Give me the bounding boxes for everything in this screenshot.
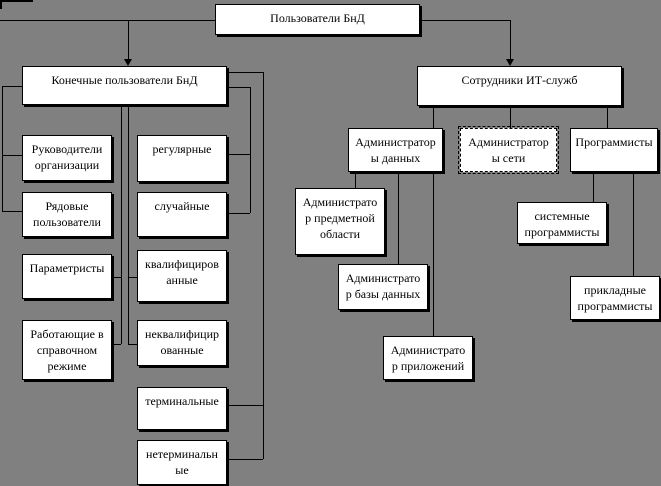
connector-programmers-system: [593, 172, 594, 202]
connector-dataadmins-application: [433, 172, 434, 336]
node-data-admins[interactable]: Администратор ы данных: [348, 128, 443, 172]
connector-unqualified-stub: [128, 344, 137, 345]
node-parametrists[interactable]: Параметристы: [22, 254, 112, 299]
connector-endusers-leftrail-stub: [2, 86, 22, 87]
node-root[interactable]: Пользователи БнД: [215, 4, 420, 35]
node-subject-area-admin[interactable]: Администрато р предметной области: [295, 188, 385, 255]
arrow-down-icon: [124, 59, 132, 66]
page-border-mark-top: [0, 0, 33, 2]
node-application-programmers[interactable]: прикладные программисты: [570, 276, 660, 320]
page-border-mark-left: [0, 0, 2, 9]
node-non-terminal[interactable]: нетерминальн ые: [137, 440, 227, 485]
node-ordinary-users[interactable]: Рядовые пользователи: [22, 192, 112, 237]
connector-reference-stub: [112, 344, 121, 345]
node-system-programmers[interactable]: системные программисты: [517, 202, 607, 244]
node-regular[interactable]: регулярные: [137, 135, 227, 182]
connector-occasional-stub: [227, 213, 250, 214]
connector-leftrail: [2, 86, 3, 211]
node-unqualified[interactable]: неквалифицир ованные: [137, 320, 227, 366]
node-terminal[interactable]: терминальные: [137, 387, 227, 430]
connector-dataadmins-database: [398, 172, 399, 264]
node-reference-mode[interactable]: Работающие в справочном режиме: [22, 320, 112, 380]
connector-leftrail-managers: [2, 155, 22, 156]
connector-parametrists-stub: [112, 277, 121, 278]
connector-nonterminal-stub: [227, 459, 263, 460]
node-database-admin[interactable]: Администрато р базы данных: [338, 264, 428, 310]
connector-itstaff-dataadmins: [433, 106, 434, 128]
node-application-admin[interactable]: Администрато р приложений: [383, 336, 473, 380]
connector-qualified-stub: [128, 277, 137, 278]
node-occasional[interactable]: случайные: [137, 192, 227, 237]
connector-regular-stub: [227, 154, 250, 155]
connector-leftrail-ordinary: [2, 211, 22, 212]
connector-itstaff-programmers: [607, 106, 608, 128]
connector-root-right: [420, 20, 510, 21]
connector-rightrail-outer: [263, 72, 264, 459]
node-programmers[interactable]: Программисты: [570, 128, 658, 172]
node-managers[interactable]: Руководители организации: [22, 135, 112, 181]
node-network-admins[interactable]: Администратор ы сети: [458, 126, 559, 174]
node-end-users[interactable]: Конечные пользователи БнД: [22, 66, 227, 105]
node-qualified[interactable]: квалифициров анные: [137, 250, 227, 302]
node-it-staff[interactable]: Сотрудники ИТ-служб: [417, 66, 622, 106]
connector-midrail-a: [121, 105, 122, 344]
connector-itstaff-networkadmins: [510, 106, 511, 128]
arrow-down-icon: [506, 59, 514, 66]
connector-midrail-b: [128, 105, 129, 345]
connector-root-left: [0, 20, 215, 21]
connector-endusers-rightrail-inner-stub: [227, 87, 250, 88]
connector-programmers-applied: [633, 172, 634, 276]
connector-terminal-stub: [227, 405, 263, 406]
connector-dataadmins-subjectarea: [355, 172, 356, 188]
connector-endusers-rightrail-outer-stub: [227, 72, 263, 73]
connector-rightrail-inner: [250, 87, 251, 213]
connector-root-left-drop: [128, 20, 129, 60]
connector-root-right-drop: [510, 20, 511, 60]
